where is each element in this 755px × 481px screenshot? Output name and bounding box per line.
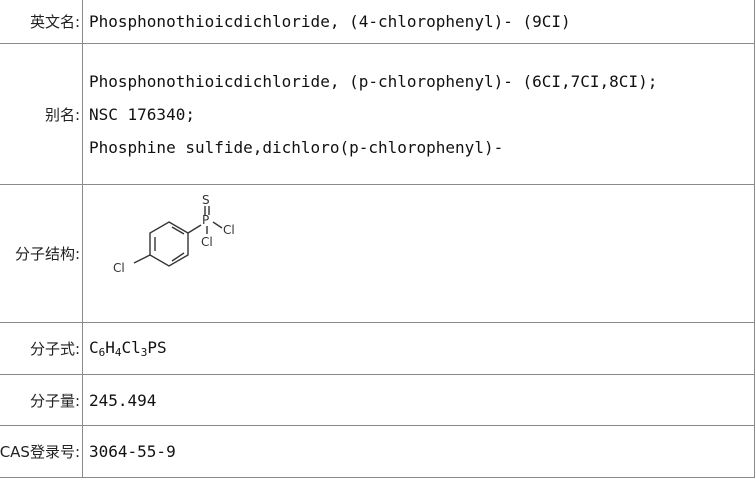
formula-rest: PS bbox=[147, 338, 167, 357]
formula-label: 分子式: bbox=[0, 322, 83, 375]
cas-number: 3064-55-9 bbox=[82, 425, 755, 478]
english-name-label: 英文名: bbox=[0, 0, 83, 44]
alias-line-1: Phosphonothioicdichloride, (p-chlorophen… bbox=[89, 71, 658, 91]
row-english-name: 英文名: Phosphonothioicdichloride, (4-chlor… bbox=[0, 0, 755, 44]
cas-label: CAS登录号: bbox=[0, 425, 83, 478]
bonds bbox=[133, 205, 223, 264]
benzene-ring bbox=[149, 220, 189, 267]
formula-chlorine-count: 3 bbox=[140, 346, 148, 359]
formula-carbon-count: 6 bbox=[98, 346, 106, 359]
row-formula: 分子式: C6H4Cl3PS bbox=[0, 322, 755, 375]
row-cas: CAS登录号: 3064-55-9 bbox=[0, 425, 755, 478]
molecular-weight: 245.494 bbox=[82, 374, 755, 426]
bond-ring-phosphorus bbox=[187, 223, 202, 234]
row-alias: 别名: Phosphonothioicdichloride, (p-chloro… bbox=[0, 43, 755, 185]
atom-chlorine-bottom: Cl bbox=[201, 235, 213, 249]
atom-chlorine-ring: Cl bbox=[113, 261, 125, 275]
formula-carbon: C bbox=[89, 338, 99, 357]
molecular-structure-diagram: S P Cl Cl Cl bbox=[113, 194, 235, 275]
bond-phosphorus-cl-right bbox=[212, 220, 223, 229]
alias-line-2: NSC 176340; bbox=[89, 104, 195, 124]
row-weight: 分子量: 245.494 bbox=[0, 374, 755, 426]
structure-cell: S P Cl Cl Cl bbox=[82, 184, 755, 323]
molecular-formula: C6H4Cl3PS bbox=[82, 322, 755, 375]
formula-hydrogen: H bbox=[105, 338, 115, 357]
bond-ring-chlorine bbox=[133, 253, 151, 264]
formula-hydrogen-count: 4 bbox=[114, 346, 122, 359]
structure-label: 分子结构: bbox=[0, 184, 83, 323]
row-structure: 分子结构: S P Cl bbox=[0, 184, 755, 323]
weight-label: 分子量: bbox=[0, 374, 83, 426]
alias-values: Phosphonothioicdichloride, (p-chlorophen… bbox=[82, 43, 755, 185]
alias-line-3: Phosphine sulfide,dichloro(p-chloropheny… bbox=[89, 137, 504, 157]
formula-chlorine: Cl bbox=[121, 338, 141, 357]
atom-sulfur: S bbox=[202, 194, 210, 207]
atom-chlorine-right: Cl bbox=[223, 223, 235, 237]
atom-phosphorus: P bbox=[202, 213, 209, 227]
english-name-value: Phosphonothioicdichloride, (4-chlorophen… bbox=[82, 0, 755, 44]
alias-label: 别名: bbox=[0, 43, 83, 185]
